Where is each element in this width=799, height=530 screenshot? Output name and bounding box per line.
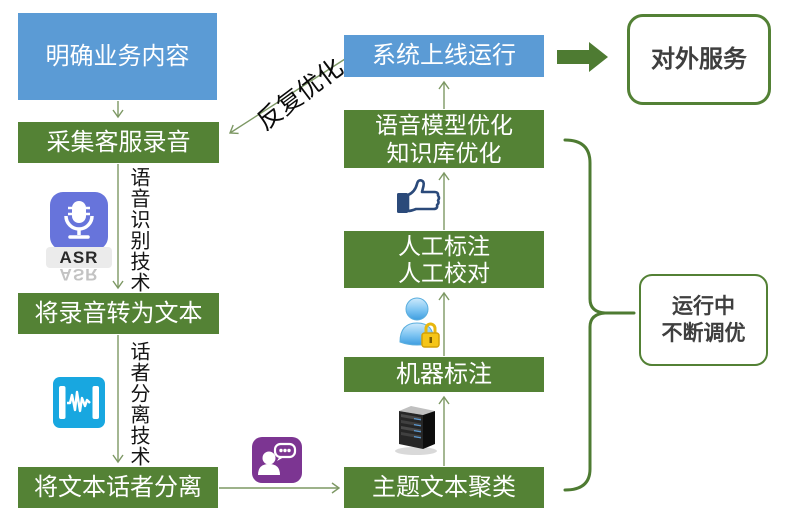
speaker-chat-tile [252, 437, 302, 483]
node-manual-labeling: 人工标注 人工校对 [344, 231, 544, 288]
arrow-online-to-collect-feedback [228, 58, 346, 135]
label-speech-recognition-tech: 语音识别技术 [127, 167, 149, 293]
node-external-service: 对外服务 [627, 14, 771, 105]
thumbs-up-tile [394, 177, 442, 219]
speaker-chat-icon [258, 442, 297, 475]
waveform-icon [59, 386, 99, 419]
node-topic-clustering: 主题文本聚类 [344, 467, 544, 508]
node-system-online: 系统上线运行 [344, 35, 544, 77]
grouping-brace [563, 138, 606, 492]
node-model-optimization: 语音模型优化 知识库优化 [344, 110, 544, 168]
label-speaker-separation-tech: 话者分离技术 [127, 341, 149, 467]
forward-block-arrow-icon [557, 42, 608, 72]
node-continuous-tuning: 运行中 不断调优 [639, 274, 768, 366]
server-tile [390, 401, 442, 456]
node-collect-recordings: 采集客服录音 [18, 122, 219, 163]
node-machine-labeling: 机器标注 [344, 357, 544, 392]
waveform-tile [53, 377, 105, 428]
thumbs-up-icon [397, 179, 441, 213]
node-convert-to-text: 将录音转为文本 [18, 293, 219, 334]
asr-mic-tile [50, 192, 108, 250]
user-lock-icon [399, 297, 440, 348]
server-icon [395, 406, 437, 455]
node-separate-speakers: 将文本话者分离 [18, 467, 218, 508]
asr-caption-reflection: ASR [59, 268, 99, 284]
node-clarify-business: 明确业务内容 [18, 13, 217, 100]
asr-caption: ASR [46, 247, 112, 268]
user-lock-tile [396, 296, 442, 353]
microphone-icon [64, 201, 94, 239]
